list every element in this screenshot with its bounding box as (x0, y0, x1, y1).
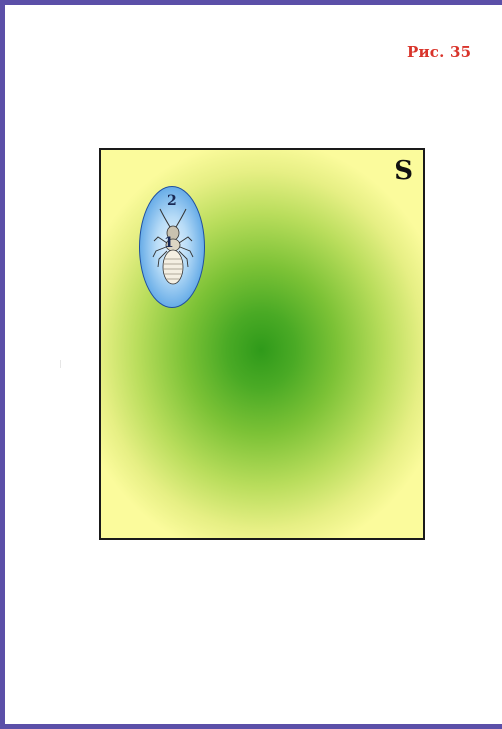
marker-2: 2 (167, 193, 177, 209)
marker-1: 1 (164, 235, 174, 251)
figure-label: Рис. 35 (407, 43, 471, 61)
plate-letter: S (394, 156, 413, 186)
insect-oval: 2 1 (139, 186, 205, 308)
scan-mark (60, 360, 61, 368)
figure-plate: S 2 1 (99, 148, 425, 540)
